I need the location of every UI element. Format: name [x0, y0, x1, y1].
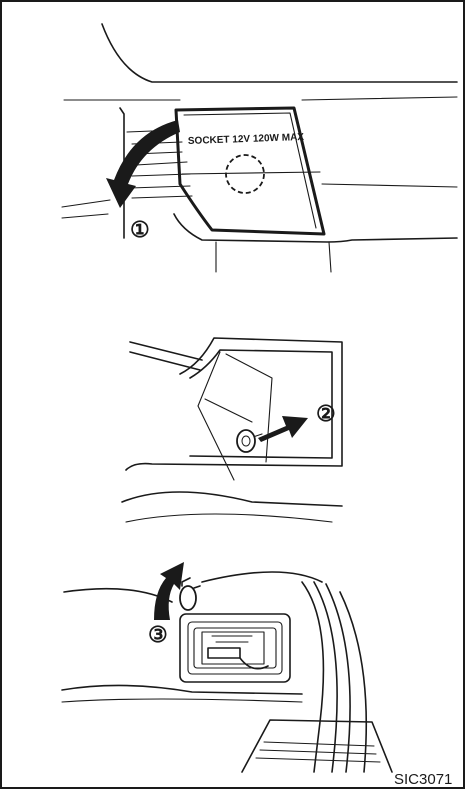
step-marker-1: ①: [130, 217, 150, 242]
open-arrow-icon: [106, 120, 180, 208]
hidden-socket-outline: [226, 155, 264, 193]
pull-arrow-icon: [258, 416, 308, 442]
socket-cap: [237, 430, 255, 452]
rotate-arrow-icon: [154, 562, 184, 620]
socket-cover: [176, 108, 324, 234]
cap-removed-icon: [180, 586, 196, 610]
panel-open-cover: SOCKET 12V 120W MAX ①: [62, 24, 457, 272]
step-marker-2: ②: [316, 401, 336, 426]
panel-remove-cap: ②: [122, 338, 342, 522]
figure-code: SIC3071: [394, 771, 452, 788]
step-marker-3: ③: [148, 622, 168, 647]
panel-cargo-socket: ③: [62, 562, 392, 772]
cover-label: SOCKET 12V 120W MAX: [188, 132, 305, 147]
